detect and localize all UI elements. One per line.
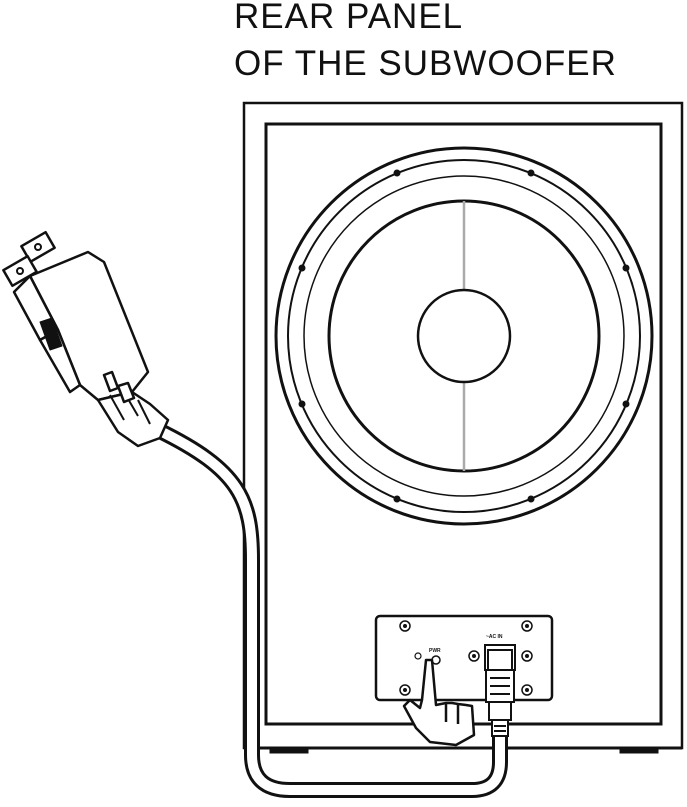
power-led (414, 652, 422, 660)
speaker-driver (274, 146, 654, 526)
title-line-2: OF THE SUBWOOFER (234, 44, 617, 83)
power-cord (150, 422, 508, 798)
title-line-1: REAR PANEL (234, 0, 463, 36)
power-label: PWR (429, 648, 441, 654)
foot-right (619, 747, 659, 754)
hand-pointer-icon (402, 658, 476, 747)
input-panel (374, 614, 554, 702)
dust-cap (416, 288, 512, 384)
ac-in-label: ~AC IN (486, 634, 503, 640)
power-plug-icon (2, 230, 170, 448)
iec-connector-icon (485, 649, 515, 737)
foot-left (269, 747, 309, 754)
driver-screws (298, 169, 630, 503)
